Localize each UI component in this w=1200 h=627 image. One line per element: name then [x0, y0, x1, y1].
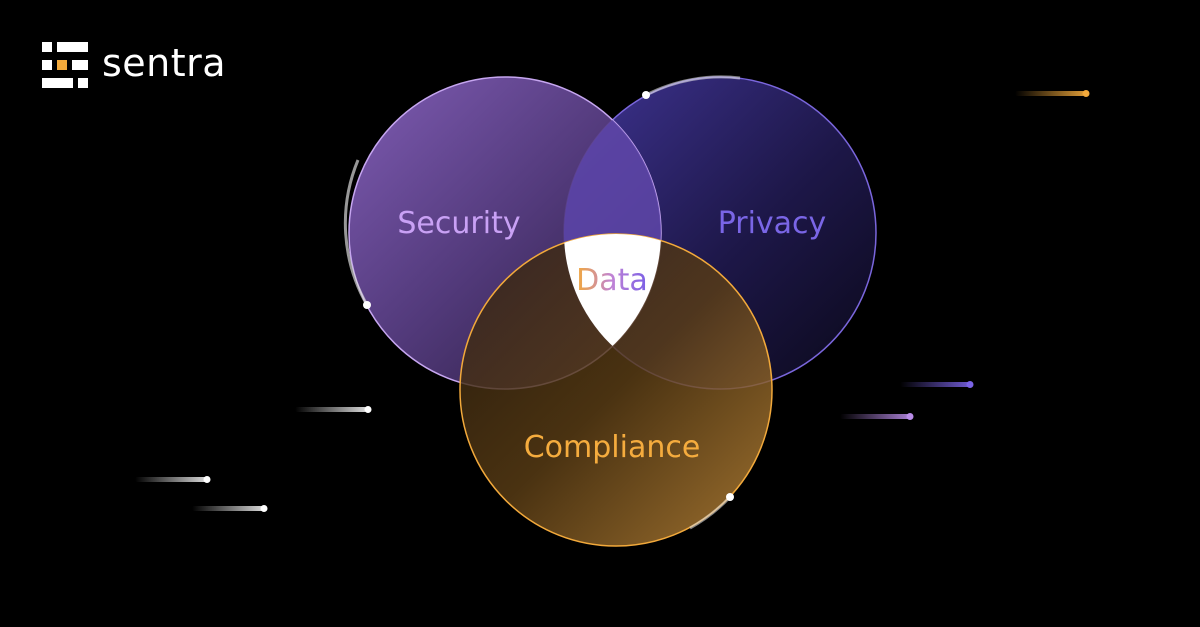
decorative-trails: [135, 90, 1090, 512]
security-label: Security: [397, 206, 520, 241]
orbit-dot: [642, 91, 650, 99]
sentra-logo-icon: [42, 42, 88, 88]
compliance-label: Compliance: [524, 430, 701, 465]
brand-name: sentra: [102, 41, 227, 85]
privacy-label: Privacy: [718, 206, 827, 241]
brand-logo: sentra: [42, 42, 226, 88]
privacy-orbit-arc: [645, 75, 741, 97]
orbit-dot: [726, 493, 734, 501]
data-label: Data: [576, 263, 648, 298]
orbit-dot: [363, 301, 371, 309]
security-orbit-arc: [343, 159, 369, 306]
